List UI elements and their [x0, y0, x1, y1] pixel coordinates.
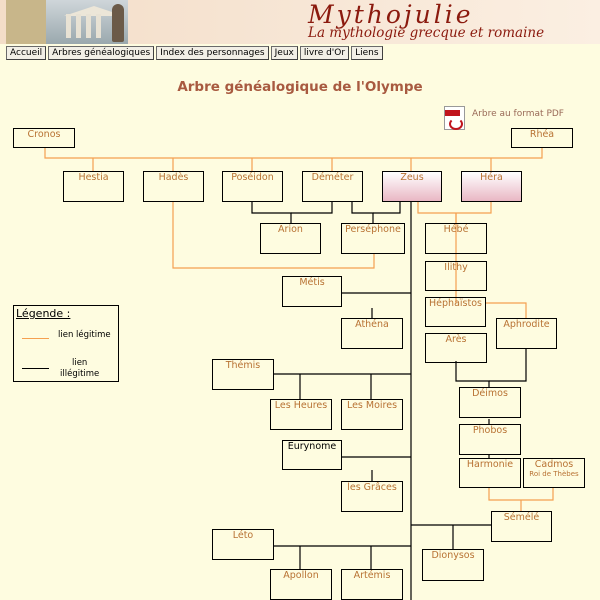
person-poseidon[interactable]: Poséidon	[222, 171, 283, 202]
person-apollon[interactable]: Apollon	[270, 569, 332, 600]
person-artemis[interactable]: Artémis	[341, 569, 403, 600]
person-harmonie[interactable]: Harmonie	[459, 458, 521, 488]
nav-jeux[interactable]: Jeux	[270, 46, 298, 60]
person-arion[interactable]: Arion	[260, 223, 321, 254]
nav-arbres-genealogiques[interactable]: Arbres généalogiques	[48, 46, 155, 60]
person-ilithy[interactable]: Ilithy	[425, 261, 487, 291]
header-banner-image	[6, 0, 128, 44]
cadmos-subtitle: Roi de Thèbes	[529, 470, 579, 478]
person-zeus[interactable]: Zeus	[382, 171, 442, 202]
statue-icon	[112, 4, 124, 42]
legend-legit-label: lien légitime	[58, 330, 111, 340]
nav-index-personnages[interactable]: Index des personnages	[156, 46, 269, 60]
person-dionysos[interactable]: Dionysos	[422, 549, 484, 581]
person-semele[interactable]: Sémélé	[491, 511, 552, 542]
nav-livre-dor[interactable]: livre d'Or	[299, 46, 350, 60]
person-hephaistos[interactable]: Héphaïstos	[425, 297, 486, 327]
nav-accueil[interactable]: Accueil	[6, 46, 47, 60]
person-ares[interactable]: Arès	[425, 333, 487, 363]
legend-illegit-line-swatch	[22, 368, 49, 369]
person-rhea[interactable]: Rhéa	[511, 128, 573, 148]
person-les-heures[interactable]: Les Heures	[270, 399, 332, 430]
pdf-link-label: Arbre au format PDF	[472, 109, 564, 119]
site-title: Mythojulie	[308, 0, 474, 29]
person-cronos[interactable]: Cronos	[13, 128, 75, 148]
main-nav: Accueil Arbres généalogiques Index des p…	[6, 46, 383, 60]
legend-title: Légende :	[16, 307, 71, 320]
person-leto[interactable]: Léto	[212, 529, 274, 560]
greece-map-icon	[6, 0, 46, 44]
temple-roof-icon	[64, 6, 124, 16]
person-demeter[interactable]: Déméter	[302, 171, 363, 202]
person-hera[interactable]: Héra	[461, 171, 522, 202]
person-hades[interactable]: Hadès	[143, 171, 204, 202]
person-phobos[interactable]: Phobos	[459, 424, 521, 455]
site-header: Mythojulie La mythologie grecque et roma…	[0, 0, 600, 44]
person-eurynome[interactable]: Eurynome	[282, 440, 342, 470]
pdf-icon	[444, 106, 465, 130]
person-hebe[interactable]: Hébé	[425, 223, 487, 254]
legend-legit-line-swatch	[22, 338, 49, 339]
person-athena[interactable]: Athéna	[341, 318, 403, 349]
person-themis[interactable]: Thémis	[212, 359, 274, 390]
person-les-moires[interactable]: Les Moires	[341, 399, 403, 430]
site-subtitle: La mythologie grecque et romaine	[308, 25, 545, 41]
person-les-graces[interactable]: les Grâces	[341, 481, 403, 512]
person-persephone[interactable]: Perséphone	[341, 223, 405, 254]
person-hestia[interactable]: Hestia	[63, 171, 124, 202]
person-aphrodite[interactable]: Aphrodite	[496, 318, 557, 349]
page-title: Arbre généalogique de l'Olympe	[177, 79, 423, 95]
person-metis[interactable]: Métis	[282, 276, 342, 307]
person-deimos[interactable]: Déimos	[459, 387, 521, 418]
nav-liens[interactable]: Liens	[351, 46, 383, 60]
